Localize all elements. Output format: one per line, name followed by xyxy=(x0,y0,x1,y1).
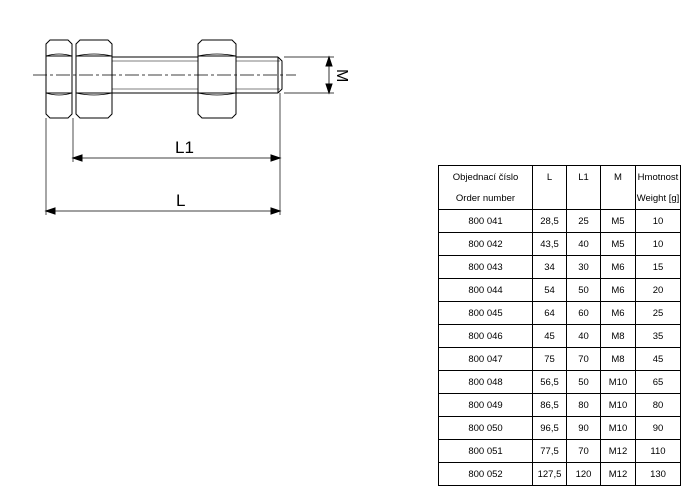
cell-weight: 110 xyxy=(635,439,681,463)
cell-m: M5 xyxy=(600,232,636,256)
header-order-number-cz: Objednací číslo xyxy=(438,165,533,188)
cell-l: 86,5 xyxy=(532,393,567,417)
cell-order-number: 800 042 xyxy=(438,232,533,256)
cell-order-number: 800 041 xyxy=(438,209,533,233)
cell-order-number: 800 045 xyxy=(438,301,533,325)
cell-l: 56,5 xyxy=(532,370,567,394)
cell-l: 64 xyxy=(532,301,567,325)
header-weight-en: Weight [g] xyxy=(635,188,681,210)
label-l: L xyxy=(176,191,185,210)
bolt-technical-drawing: L1 L M xyxy=(33,39,350,215)
left-nut xyxy=(45,39,73,119)
bolt-shank xyxy=(112,56,198,94)
header-order-number-en: Order number xyxy=(438,188,533,210)
threaded-end xyxy=(236,56,283,94)
cell-weight: 10 xyxy=(635,209,681,233)
cell-weight: 35 xyxy=(635,324,681,348)
cell-order-number: 800 049 xyxy=(438,393,533,417)
cell-order-number: 800 043 xyxy=(438,255,533,279)
header-l1-en xyxy=(566,188,601,210)
dimension-l1 xyxy=(71,154,282,162)
cell-l: 43,5 xyxy=(532,232,567,256)
cell-weight: 20 xyxy=(635,278,681,302)
cell-l1: 25 xyxy=(566,209,601,233)
cell-l1: 80 xyxy=(566,393,601,417)
cell-m: M10 xyxy=(600,370,636,394)
cell-l: 75 xyxy=(532,347,567,371)
cell-order-number: 800 051 xyxy=(438,439,533,463)
cell-weight: 10 xyxy=(635,232,681,256)
dimension-m xyxy=(284,55,334,95)
cell-order-number: 800 048 xyxy=(438,370,533,394)
header-weight-cz: Hmotnost xyxy=(635,165,681,188)
cell-m: M6 xyxy=(600,301,636,325)
cell-m: M5 xyxy=(600,209,636,233)
header-l: L xyxy=(532,165,567,188)
dimension-l xyxy=(44,207,282,215)
header-l-en xyxy=(532,188,567,210)
header-l1: L1 xyxy=(566,165,601,188)
table-header-row-cz: Objednací číslo L L1 M Hmotnost xyxy=(438,165,681,188)
cell-l1: 120 xyxy=(566,462,601,486)
cell-l: 127,5 xyxy=(532,462,567,486)
cell-m: M8 xyxy=(600,347,636,371)
right-nut xyxy=(197,39,237,119)
order-number-table: Objednací číslo L L1 M Hmotnost Order nu… xyxy=(438,165,681,486)
table-header-row-en: Order number Weight [g] xyxy=(438,188,681,210)
cell-l: 77,5 xyxy=(532,439,567,463)
cell-l1: 50 xyxy=(566,370,601,394)
cell-weight: 130 xyxy=(635,462,681,486)
cell-m: M6 xyxy=(600,278,636,302)
cell-l: 96,5 xyxy=(532,416,567,440)
cell-l1: 90 xyxy=(566,416,601,440)
inner-nut xyxy=(75,39,113,119)
cell-m: M8 xyxy=(600,324,636,348)
cell-weight: 45 xyxy=(635,347,681,371)
cell-l1: 40 xyxy=(566,324,601,348)
cell-weight: 65 xyxy=(635,370,681,394)
label-m: M xyxy=(333,69,350,82)
header-m-en xyxy=(600,188,636,210)
cell-weight: 80 xyxy=(635,393,681,417)
cell-m: M10 xyxy=(600,416,636,440)
cell-m: M6 xyxy=(600,255,636,279)
cell-order-number: 800 050 xyxy=(438,416,533,440)
cell-l: 34 xyxy=(532,255,567,279)
cell-weight: 90 xyxy=(635,416,681,440)
cell-l1: 70 xyxy=(566,439,601,463)
cell-m: M10 xyxy=(600,393,636,417)
cell-m: M12 xyxy=(600,462,636,486)
cell-l1: 40 xyxy=(566,232,601,256)
cell-order-number: 800 047 xyxy=(438,347,533,371)
cell-l: 54 xyxy=(532,278,567,302)
cell-weight: 25 xyxy=(635,301,681,325)
header-m: M xyxy=(600,165,636,188)
cell-l1: 50 xyxy=(566,278,601,302)
cell-m: M12 xyxy=(600,439,636,463)
cell-order-number: 800 052 xyxy=(438,462,533,486)
label-l1: L1 xyxy=(175,138,194,157)
cell-weight: 15 xyxy=(635,255,681,279)
cell-l: 28,5 xyxy=(532,209,567,233)
cell-l1: 70 xyxy=(566,347,601,371)
cell-order-number: 800 044 xyxy=(438,278,533,302)
cell-l: 45 xyxy=(532,324,567,348)
cell-order-number: 800 046 xyxy=(438,324,533,348)
cell-l1: 60 xyxy=(566,301,601,325)
cell-l1: 30 xyxy=(566,255,601,279)
